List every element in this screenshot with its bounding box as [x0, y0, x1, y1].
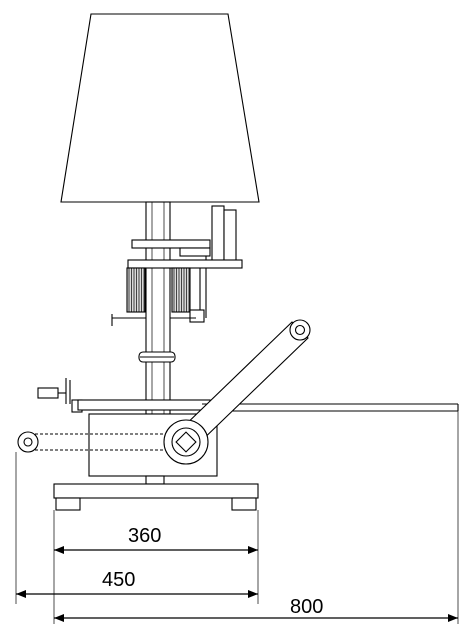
dimension-800-label: 800 — [290, 596, 323, 618]
dimension-360: 360 — [54, 525, 258, 554]
coil-spring — [111, 267, 205, 326]
column-assembly — [127, 201, 243, 415]
horizontal-rail — [77, 399, 459, 412]
column-collar — [138, 351, 176, 363]
extension-lines — [15, 411, 459, 624]
dimension-800: 800 — [54, 596, 458, 622]
dimension-450-label: 450 — [102, 569, 135, 591]
left-pulley — [17, 431, 39, 453]
dashed-linkage — [30, 433, 185, 451]
left-connector — [37, 378, 83, 413]
dimension-360-label: 360 — [128, 525, 161, 547]
crank-arm — [177, 319, 311, 449]
crank-hub — [163, 419, 209, 465]
base-foot — [53, 483, 259, 511]
lamp-shade — [60, 13, 260, 203]
dimension-450: 450 — [16, 569, 258, 598]
